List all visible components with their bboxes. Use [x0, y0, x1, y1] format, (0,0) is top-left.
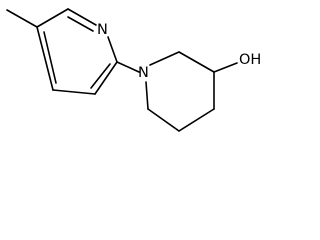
piperidine-bond-n-c2 — [149, 51, 180, 66]
pyridine-bond-n1-c2 — [107, 36, 118, 63]
pyridine-nitrogen-label: N — [97, 22, 108, 38]
methyl-bond — [6, 9, 38, 28]
chemical-structure-diagram: N N OH — [6, 8, 261, 132]
pyridine-inner-bond-3 — [43, 31, 57, 84]
hydroxyl-bond — [213, 62, 238, 73]
pyridine-inner-bond-1 — [67, 16, 94, 32]
pyridine-inner-bond-2 — [90, 63, 111, 89]
piperidine-nitrogen-label: N — [138, 65, 149, 81]
molecule-structure-canvas: N N OH — [6, 8, 262, 132]
pyridine-ring — [36, 8, 118, 95]
ring-linker-bond — [116, 61, 140, 73]
pyridine-bond-c5-c6 — [36, 8, 69, 28]
pyridine-bond-c2-c3 — [94, 61, 118, 95]
piperidine-bond-c6-n — [145, 81, 149, 110]
pyridine-bond-c6-n1 — [67, 8, 97, 26]
piperidine-bond-c5-c6 — [147, 108, 180, 132]
pyridine-bond-c4-c5 — [36, 26, 54, 91]
piperidine-bond-c4-c5 — [178, 108, 215, 132]
pyridine-bond-c3-c4 — [52, 89, 96, 95]
hydroxyl-label: OH — [239, 52, 261, 68]
piperidine-ring — [145, 51, 215, 132]
piperidine-bond-c2-c3 — [178, 51, 215, 73]
